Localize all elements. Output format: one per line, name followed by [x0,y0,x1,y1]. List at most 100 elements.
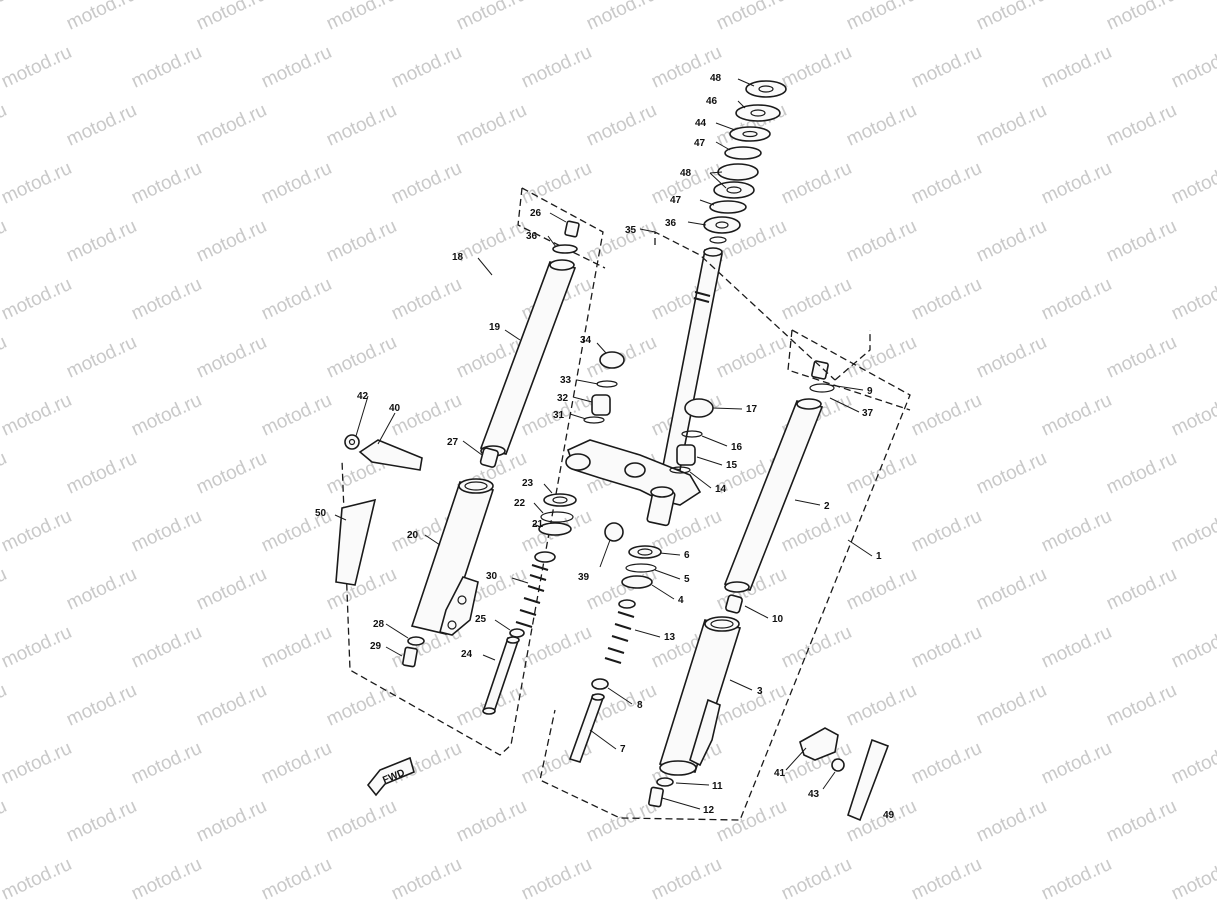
damper-rod-right [568,693,605,763]
watermark-text: motod.ru [193,0,270,35]
watermark-text: motod.ru [0,796,10,847]
watermark-text: motod.ru [0,0,10,35]
brake-hose-guide-right [799,727,839,761]
watermark-text: motod.ru [128,158,205,209]
callout-16: 16 [731,442,743,453]
washer-left [407,636,425,646]
watermark-text: motod.ru [518,854,595,905]
slide-bushing-right [725,594,743,614]
bearing-race-lower [713,181,755,199]
watermark-text: motod.ru [128,506,205,557]
watermark-text: motod.ru [1038,42,1115,93]
callout-8: 8 [637,700,643,711]
callout-49: 49 [883,810,895,821]
callout-7: 7 [620,744,626,755]
watermark-text: motod.ru [453,796,530,847]
callout-20: 20 [407,530,419,541]
watermark-text: motod.ru [908,506,985,557]
center-seal-stack [538,351,662,589]
steering-stem-shaft [662,247,723,471]
slide-bushing-left [479,447,499,468]
washer-31 [583,416,605,424]
watermark-text: motod.ru [648,854,725,905]
watermark-text: motod.ru [258,158,335,209]
circlip-33 [596,380,618,388]
watermark-text: motod.ru [1168,738,1217,789]
steering-stem-bearing-stack [703,80,787,244]
watermark-text: motod.ru [1103,564,1180,615]
lock-washer [735,104,781,122]
watermark-text: motod.ru [0,216,10,267]
watermark-text: motod.ru [843,448,920,499]
collar-21 [538,522,572,536]
callout-34: 34 [580,335,592,346]
watermark-text: motod.ru [973,0,1050,35]
ball-39 [604,522,624,542]
callout-46: 46 [706,96,718,107]
callout-23: 23 [522,478,534,489]
callout-21: 21 [532,519,544,530]
watermark-text: motod.ru [908,854,985,905]
callout-25: 25 [475,614,487,625]
inner-tube-right [723,398,824,593]
callout-41: 41 [774,768,786,779]
watermark-text: motod.ru [1103,0,1180,35]
watermark-text: motod.ru [323,680,400,731]
watermark-text: motod.ru [1038,738,1115,789]
seal-32 [591,394,611,416]
watermark-text: motod.ru [1103,332,1180,383]
watermark-text: motod.ru [323,216,400,267]
watermark-text: motod.ru [1168,42,1217,93]
watermark-text: motod.ru [453,100,530,151]
watermark-text: motod.ru [1103,796,1180,847]
callout-31: 31 [553,410,565,421]
watermark-text: motod.ru [973,332,1050,383]
watermark-text: motod.ru [778,42,855,93]
watermark-text: motod.ru [518,622,595,673]
watermark-text: motod.ru [388,158,465,209]
fork-spring-right [604,599,636,664]
callout-10: 10 [772,614,784,625]
watermark-text: motod.ru [843,0,920,35]
watermark-text: motod.ru [908,42,985,93]
watermark-text: motod.ru [63,796,140,847]
o-ring-right [809,383,835,393]
watermark-text: motod.ru [128,738,205,789]
watermark-text: motod.ru [388,854,465,905]
watermark-text: motod.ru [843,216,920,267]
callout-9: 9 [867,386,873,397]
watermark-text: motod.ru [0,680,10,731]
watermark-text: motod.ru [128,390,205,441]
spring-seat-right [591,678,609,690]
stem-nut [745,80,787,98]
watermark-text: motod.ru [908,274,985,325]
watermark-text: motod.ru [908,158,985,209]
callout-24: 24 [461,649,473,660]
watermark-text: motod.ru [0,390,75,441]
watermark-text: motod.ru [583,0,660,35]
callout-50: 50 [315,508,327,519]
callout-30: 30 [486,571,498,582]
callout-labels: 48 46 44 47 48 47 36 35 26 36 18 19 34 3… [315,73,895,821]
callout-43: 43 [808,789,820,800]
reflector-right [847,738,890,822]
watermark-text: motod.ru [518,42,595,93]
callout-5: 5 [684,574,690,585]
leader-lines [334,78,873,810]
callout-19: 19 [489,322,501,333]
oil-seal-23 [543,493,577,507]
watermark-text: motod.ru [778,506,855,557]
watermark-text: motod.ru [193,796,270,847]
watermark-text: motod.ru [388,274,465,325]
callout-44: 44 [695,118,707,129]
watermark-text: motod.ru [0,274,75,325]
watermark-text: motod.ru [973,448,1050,499]
callout-17: 17 [746,404,758,415]
watermark-text: motod.ru [1168,506,1217,557]
right-fork-outline [539,329,911,821]
callout-2: 2 [824,501,830,512]
watermark-text: motod.ru [63,564,140,615]
watermark-text: motod.ru [1038,854,1115,905]
watermark-text: motod.ru [193,332,270,383]
watermark-text: motod.ru [128,622,205,673]
